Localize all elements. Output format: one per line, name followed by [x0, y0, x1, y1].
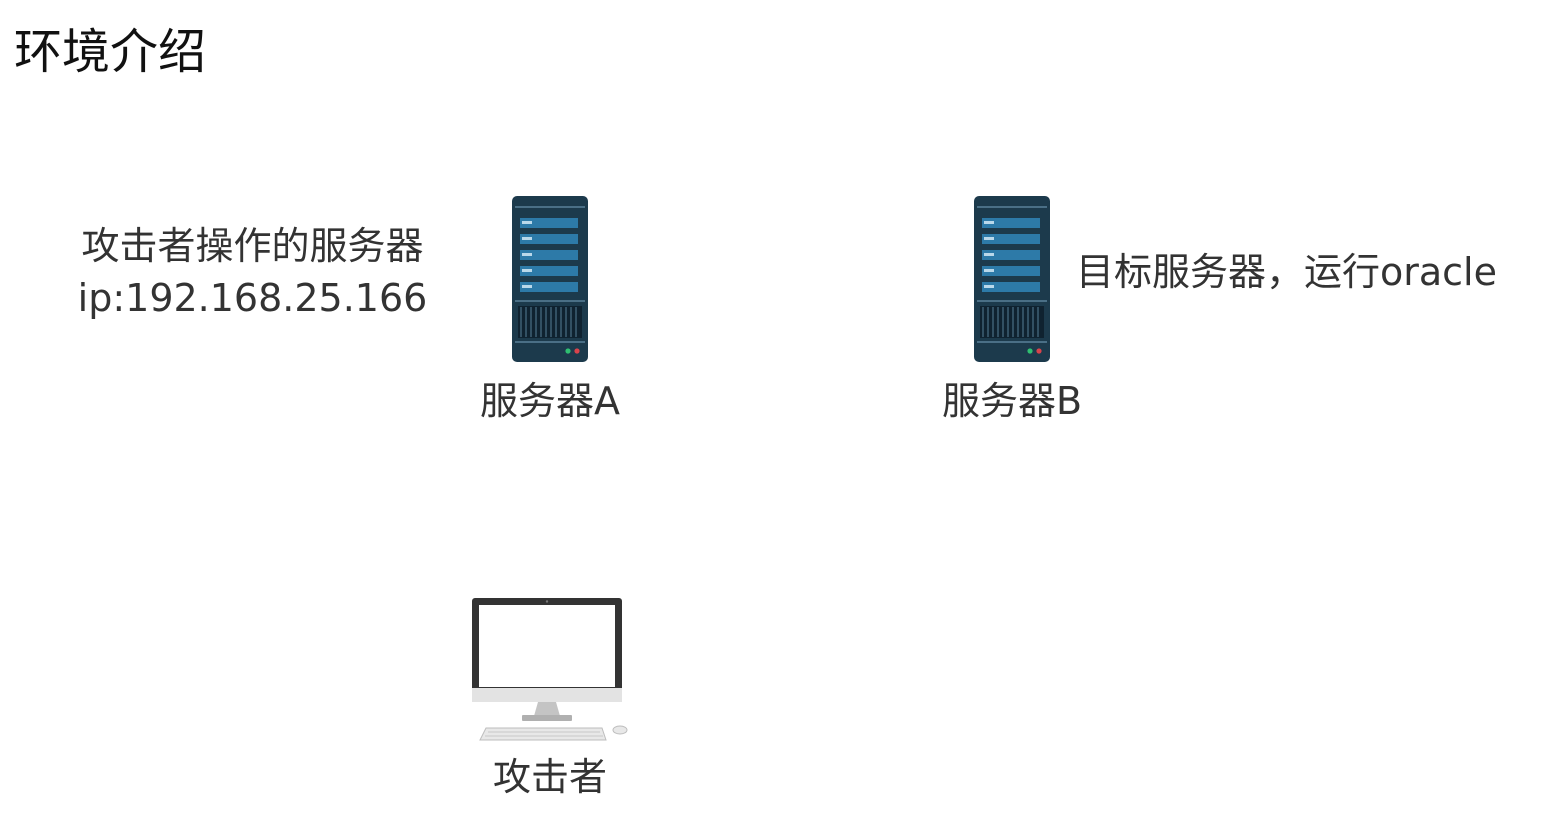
- page-title: 环境介绍: [14, 24, 207, 80]
- server-b-icon: [974, 196, 1050, 362]
- server-b-note: 目标服务器，运行oracle: [1076, 250, 1497, 294]
- server-icon: [974, 196, 1050, 362]
- attacker-computer-icon: [470, 596, 632, 744]
- attacker-label: 攻击者: [492, 755, 607, 799]
- server-a-label: 服务器A: [480, 379, 620, 423]
- server-a-icon: [512, 196, 588, 362]
- server-a-note: 攻击者操作的服务器 ip:192.168.25.166: [60, 220, 445, 324]
- desktop-computer-icon: [472, 598, 628, 741]
- server-a-note-role: 攻击者操作的服务器: [81, 224, 424, 268]
- server-icon: [512, 196, 588, 362]
- server-a-note-ip: ip:192.168.25.166: [77, 276, 428, 320]
- server-b-label: 服务器B: [941, 379, 1083, 423]
